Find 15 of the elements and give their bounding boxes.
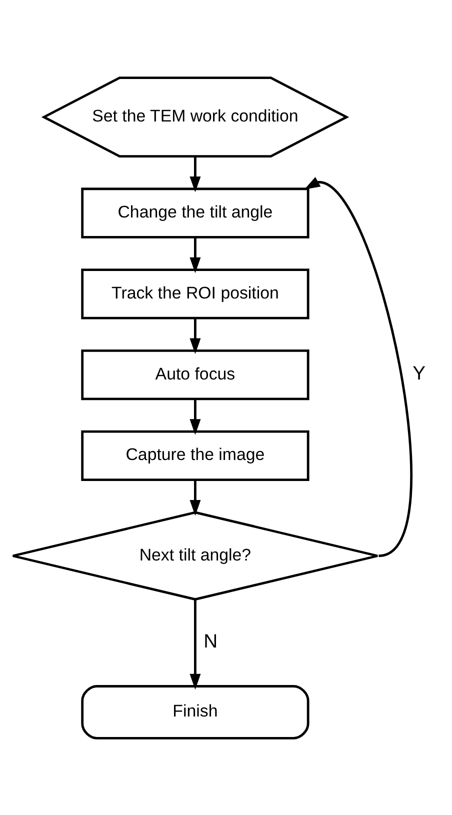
node-box: Track the ROI position: [81, 268, 310, 319]
arrow: [190, 318, 201, 354]
edge-label: N: [204, 630, 218, 652]
arrow: [304, 176, 412, 556]
node-box: Auto focus: [81, 348, 310, 400]
arrow: [190, 398, 201, 434]
node-box: Change the tilt angle: [81, 187, 310, 238]
node-box: Finish: [81, 684, 310, 739]
arrow: [190, 480, 201, 516]
node-diamond: Next tilt angle?: [12, 510, 379, 600]
node-box: Capture the image: [81, 430, 310, 481]
edge-label: Y: [412, 362, 426, 384]
arrow: [190, 156, 201, 192]
arrow: [190, 599, 201, 690]
arrow: [190, 236, 201, 273]
